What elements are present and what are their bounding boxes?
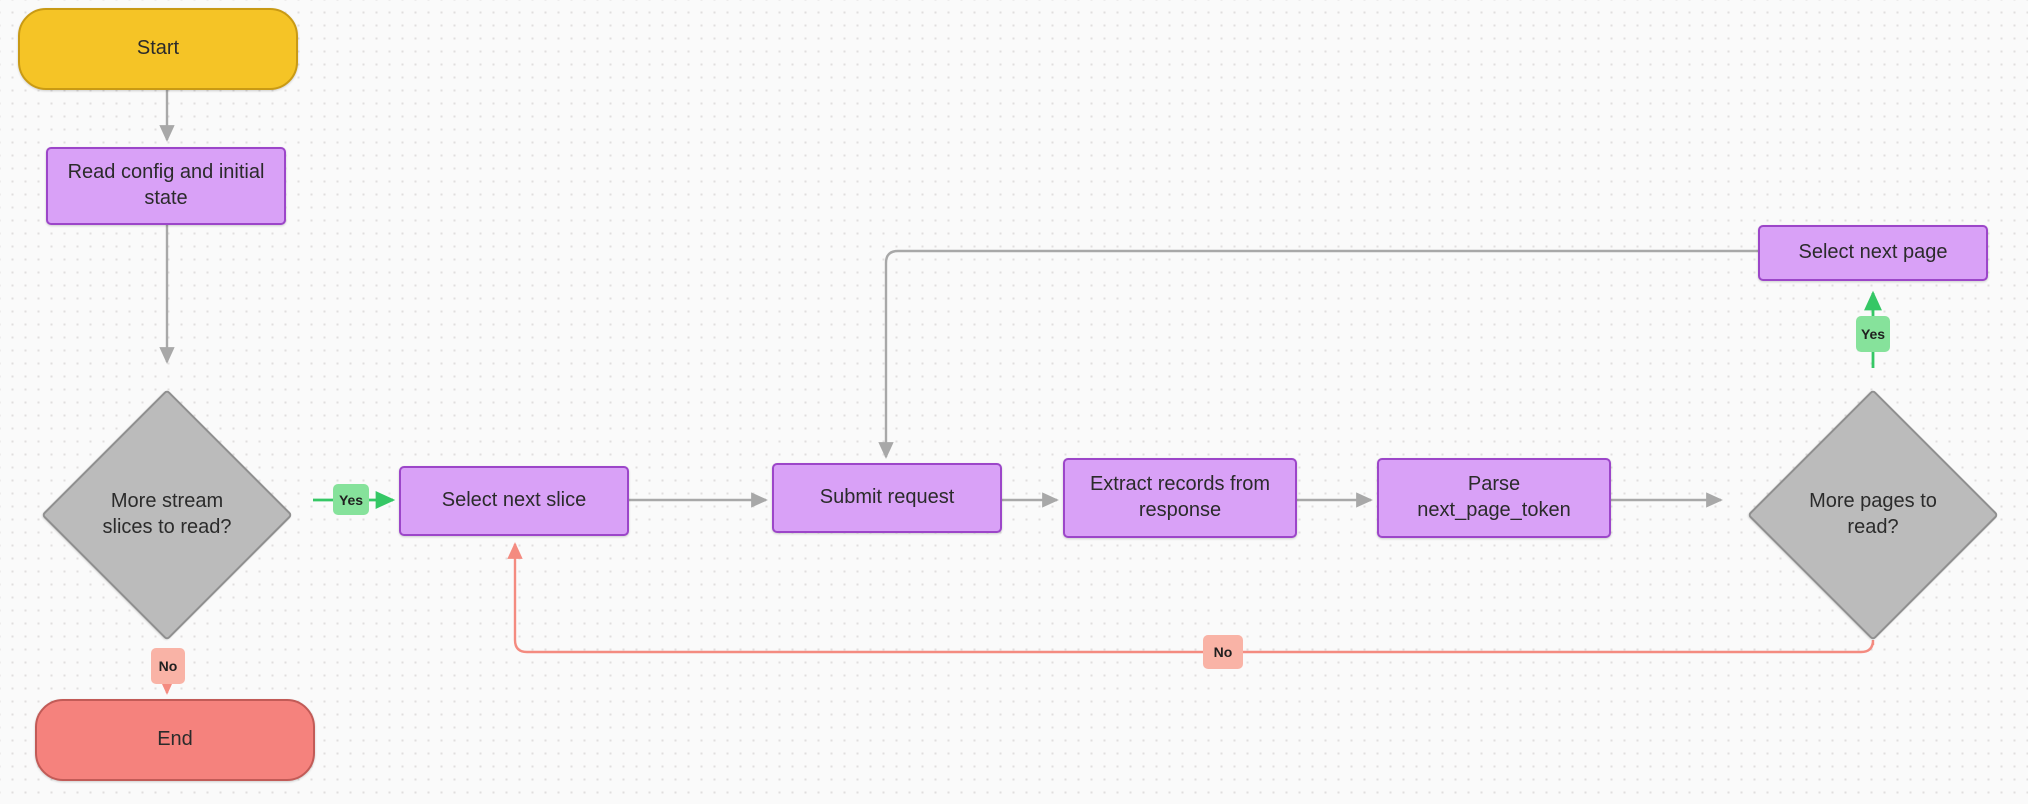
- edge-label-no-more-stream-slices[interactable]: No: [151, 648, 185, 684]
- edge-label-no-more-pages[interactable]: No: [1203, 635, 1243, 669]
- node-select-next-page[interactable]: Select next page: [1758, 225, 1988, 281]
- node-more-stream-slices[interactable]: More stream slices to read?: [41, 389, 293, 641]
- node-select-next-slice[interactable]: Select next slice: [399, 466, 629, 536]
- node-more-stream-slices-label: More stream slices to read?: [102, 490, 232, 538]
- edge-label-text: No: [1213, 644, 1233, 660]
- edge-select-page-to-submit-request: [878, 249, 1758, 459]
- node-extract-records[interactable]: Extract records from response: [1063, 458, 1297, 538]
- node-parse-next-page-token[interactable]: Parse next_page_token: [1377, 458, 1611, 538]
- edge-label-yes-more-stream-slices[interactable]: Yes: [333, 484, 369, 515]
- node-more-pages-to-read[interactable]: More pages to read?: [1747, 389, 1999, 641]
- edge-label-text: Yes: [338, 491, 364, 508]
- node-submit-request[interactable]: Submit request: [772, 463, 1002, 533]
- node-submit-request-label: Submit request: [819, 486, 955, 509]
- node-start[interactable]: Start: [18, 8, 298, 90]
- node-extract-records-label: Extract records from response: [1089, 473, 1271, 521]
- node-more-pages-to-read-label: More pages to read?: [1809, 490, 1937, 538]
- node-read-config[interactable]: Read config and initial state: [46, 147, 286, 225]
- edge-more-pages-no-to-select-slice: [507, 542, 1875, 654]
- node-start-label: Start: [136, 37, 180, 60]
- node-select-next-page-label: Select next page: [1798, 241, 1948, 264]
- node-end[interactable]: End: [35, 699, 315, 781]
- node-parse-next-page-token-label: Parse next_page_token: [1417, 473, 1571, 521]
- node-end-label: End: [157, 728, 193, 751]
- edge-label-text: Yes: [1860, 326, 1886, 342]
- node-select-next-slice-label: Select next slice: [441, 489, 587, 512]
- node-read-config-label: Read config and initial state: [67, 161, 265, 209]
- edge-label-yes-more-pages[interactable]: Yes: [1856, 316, 1890, 352]
- edge-label-text: No: [158, 658, 178, 674]
